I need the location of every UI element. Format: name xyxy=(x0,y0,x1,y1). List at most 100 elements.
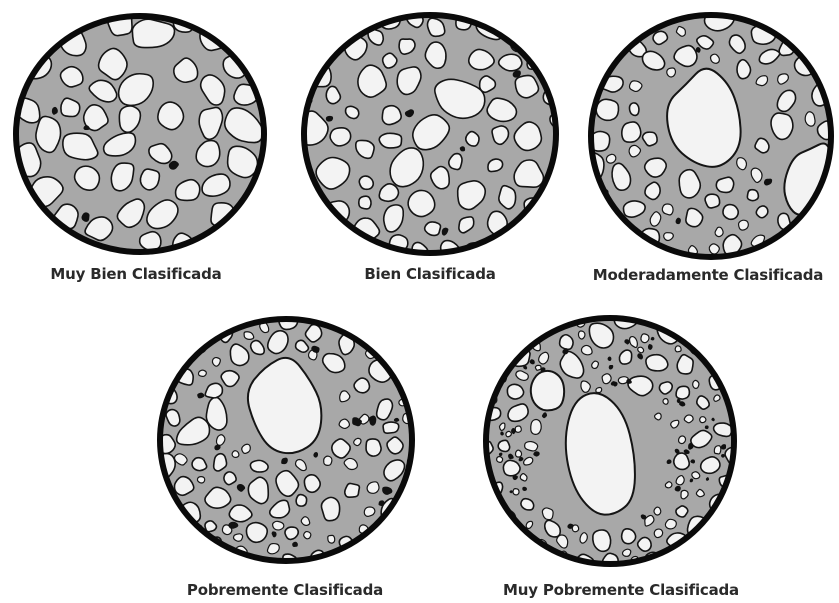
grain xyxy=(515,75,538,97)
grain-field xyxy=(8,8,272,260)
grain xyxy=(364,507,375,516)
grain xyxy=(578,331,584,339)
grain xyxy=(596,99,618,120)
grain xyxy=(646,355,668,371)
grain xyxy=(676,386,689,399)
grain xyxy=(345,483,360,497)
grain xyxy=(212,358,220,367)
grain xyxy=(692,472,700,479)
grain xyxy=(525,442,538,451)
grain xyxy=(664,233,674,241)
grain xyxy=(273,521,284,530)
grain xyxy=(711,54,720,63)
grain xyxy=(250,460,268,472)
label-moderadamente-clasificada: Moderadamente Clasificada xyxy=(593,266,823,284)
grain xyxy=(535,365,541,370)
grain xyxy=(756,206,768,218)
grain xyxy=(622,122,641,142)
grain xyxy=(140,232,161,251)
grain xyxy=(466,132,479,147)
grain xyxy=(662,204,673,215)
grain xyxy=(359,176,373,189)
grain xyxy=(383,422,399,433)
grain xyxy=(739,220,749,230)
grain xyxy=(132,19,174,47)
grain xyxy=(667,68,676,77)
grain-circle-bien xyxy=(296,8,564,260)
grain xyxy=(630,81,642,92)
grain xyxy=(234,534,243,541)
grain-circle-pobremente xyxy=(152,312,420,568)
grain xyxy=(500,423,505,430)
grain xyxy=(346,106,359,118)
grain xyxy=(324,456,332,465)
grain xyxy=(542,508,553,520)
label-muy-pobremente-clasificada: Muy Pobremente Clasificada xyxy=(503,581,739,599)
grain xyxy=(581,345,592,354)
grain xyxy=(321,497,339,520)
grain xyxy=(714,395,720,401)
grain xyxy=(304,532,311,539)
grain xyxy=(516,450,522,457)
grain xyxy=(382,106,401,125)
grain xyxy=(354,378,369,393)
grain-field xyxy=(296,8,564,260)
grain xyxy=(654,507,661,515)
grain xyxy=(684,415,693,423)
large-grain xyxy=(531,371,564,411)
label-pobremente-clasificada: Pobremente Clasificada xyxy=(187,581,383,599)
grain xyxy=(805,112,815,126)
grain xyxy=(507,384,523,399)
grain xyxy=(665,482,672,488)
grain xyxy=(560,335,574,350)
grain xyxy=(677,355,693,374)
grain xyxy=(638,537,651,551)
grain xyxy=(36,116,61,152)
grain-circle-muy-bien xyxy=(8,8,272,260)
grain xyxy=(267,544,279,554)
grain xyxy=(580,533,587,543)
grain xyxy=(629,103,638,116)
grain xyxy=(705,194,720,208)
grain xyxy=(499,54,522,71)
grain xyxy=(367,482,379,494)
label-muy-bien-clasificada: Muy Bien Clasificada xyxy=(50,265,221,283)
grain xyxy=(328,535,335,543)
grain xyxy=(60,67,82,87)
grain xyxy=(198,370,206,376)
grain xyxy=(232,451,239,458)
grain xyxy=(663,399,668,405)
grain xyxy=(622,529,636,544)
grain xyxy=(700,417,706,423)
grain xyxy=(596,387,602,392)
grain xyxy=(285,527,298,539)
grain xyxy=(339,419,349,428)
grain xyxy=(513,489,519,495)
sorting-panel-bien xyxy=(296,8,564,260)
grain xyxy=(714,446,721,454)
grain xyxy=(723,205,738,220)
grain xyxy=(379,133,401,148)
dark-speck xyxy=(705,426,709,430)
grain xyxy=(366,439,381,456)
grain xyxy=(425,222,441,236)
grain xyxy=(645,158,667,177)
grain xyxy=(520,474,527,481)
grain xyxy=(354,438,361,445)
grain xyxy=(747,190,758,201)
grain xyxy=(304,475,320,493)
sorting-panel-muy-bien xyxy=(8,8,272,260)
grain xyxy=(638,347,644,353)
grain-field xyxy=(584,8,839,264)
grain xyxy=(359,196,371,209)
grain-field xyxy=(152,312,420,568)
grain xyxy=(330,128,351,146)
grain xyxy=(693,380,699,388)
grain xyxy=(408,190,435,216)
grain xyxy=(521,499,534,510)
grain xyxy=(192,458,207,471)
grain xyxy=(498,440,509,451)
sorting-panel-muy-pobremente xyxy=(478,312,742,570)
grain xyxy=(246,523,267,543)
grain xyxy=(679,436,686,444)
